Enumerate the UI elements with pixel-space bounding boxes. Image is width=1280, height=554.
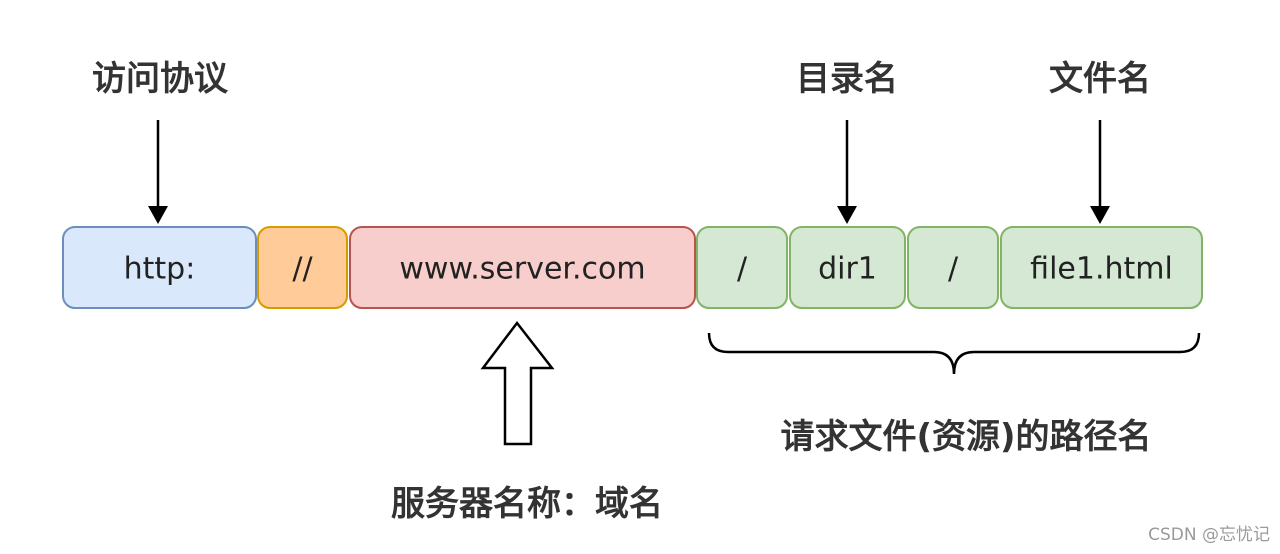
segment-slash-2: / <box>907 226 999 309</box>
segment-slashes-text: // <box>292 252 313 287</box>
segment-file: file1.html <box>1000 226 1203 309</box>
segment-directory-text: dir1 <box>818 252 877 287</box>
segment-file-box <box>1000 226 1203 309</box>
protocol-label: 访问协议 <box>92 59 229 99</box>
segment-slashes-box <box>257 226 348 309</box>
segment-host: www.server.com <box>349 226 696 309</box>
segment-protocol-text: http: <box>124 252 196 287</box>
segment-slash-1-box <box>696 226 788 309</box>
directory-label: 目录名 <box>796 59 898 99</box>
filename-label: 文件名 <box>1049 59 1151 99</box>
server-arrow <box>480 320 555 446</box>
watermark: CSDN @忘忧记 <box>1148 525 1270 545</box>
path-label: 请求文件(资源)的路径名 <box>780 417 1151 457</box>
protocol-arrow <box>148 120 168 224</box>
url-segments: http: // www.server.com / dir1 / file1.html <box>62 226 1203 309</box>
segment-host-text: www.server.com <box>399 252 645 287</box>
segment-directory-box <box>789 226 906 309</box>
segment-slash-1-text: / <box>737 252 748 287</box>
server-label: 服务器名称：域名 <box>391 484 663 524</box>
segment-slash-2-box <box>907 226 999 309</box>
segment-host-box <box>349 226 696 309</box>
segment-protocol-box <box>62 226 257 309</box>
directory-arrow <box>837 120 857 224</box>
segment-slash-1: / <box>696 226 788 309</box>
path-brace <box>707 332 1201 375</box>
segment-directory: dir1 <box>789 226 906 309</box>
segment-slashes: // <box>257 226 348 309</box>
segment-file-text: file1.html <box>1030 252 1173 287</box>
segment-protocol: http: <box>62 226 257 309</box>
filename-arrow <box>1090 120 1110 224</box>
segment-slash-2-text: / <box>948 252 959 287</box>
